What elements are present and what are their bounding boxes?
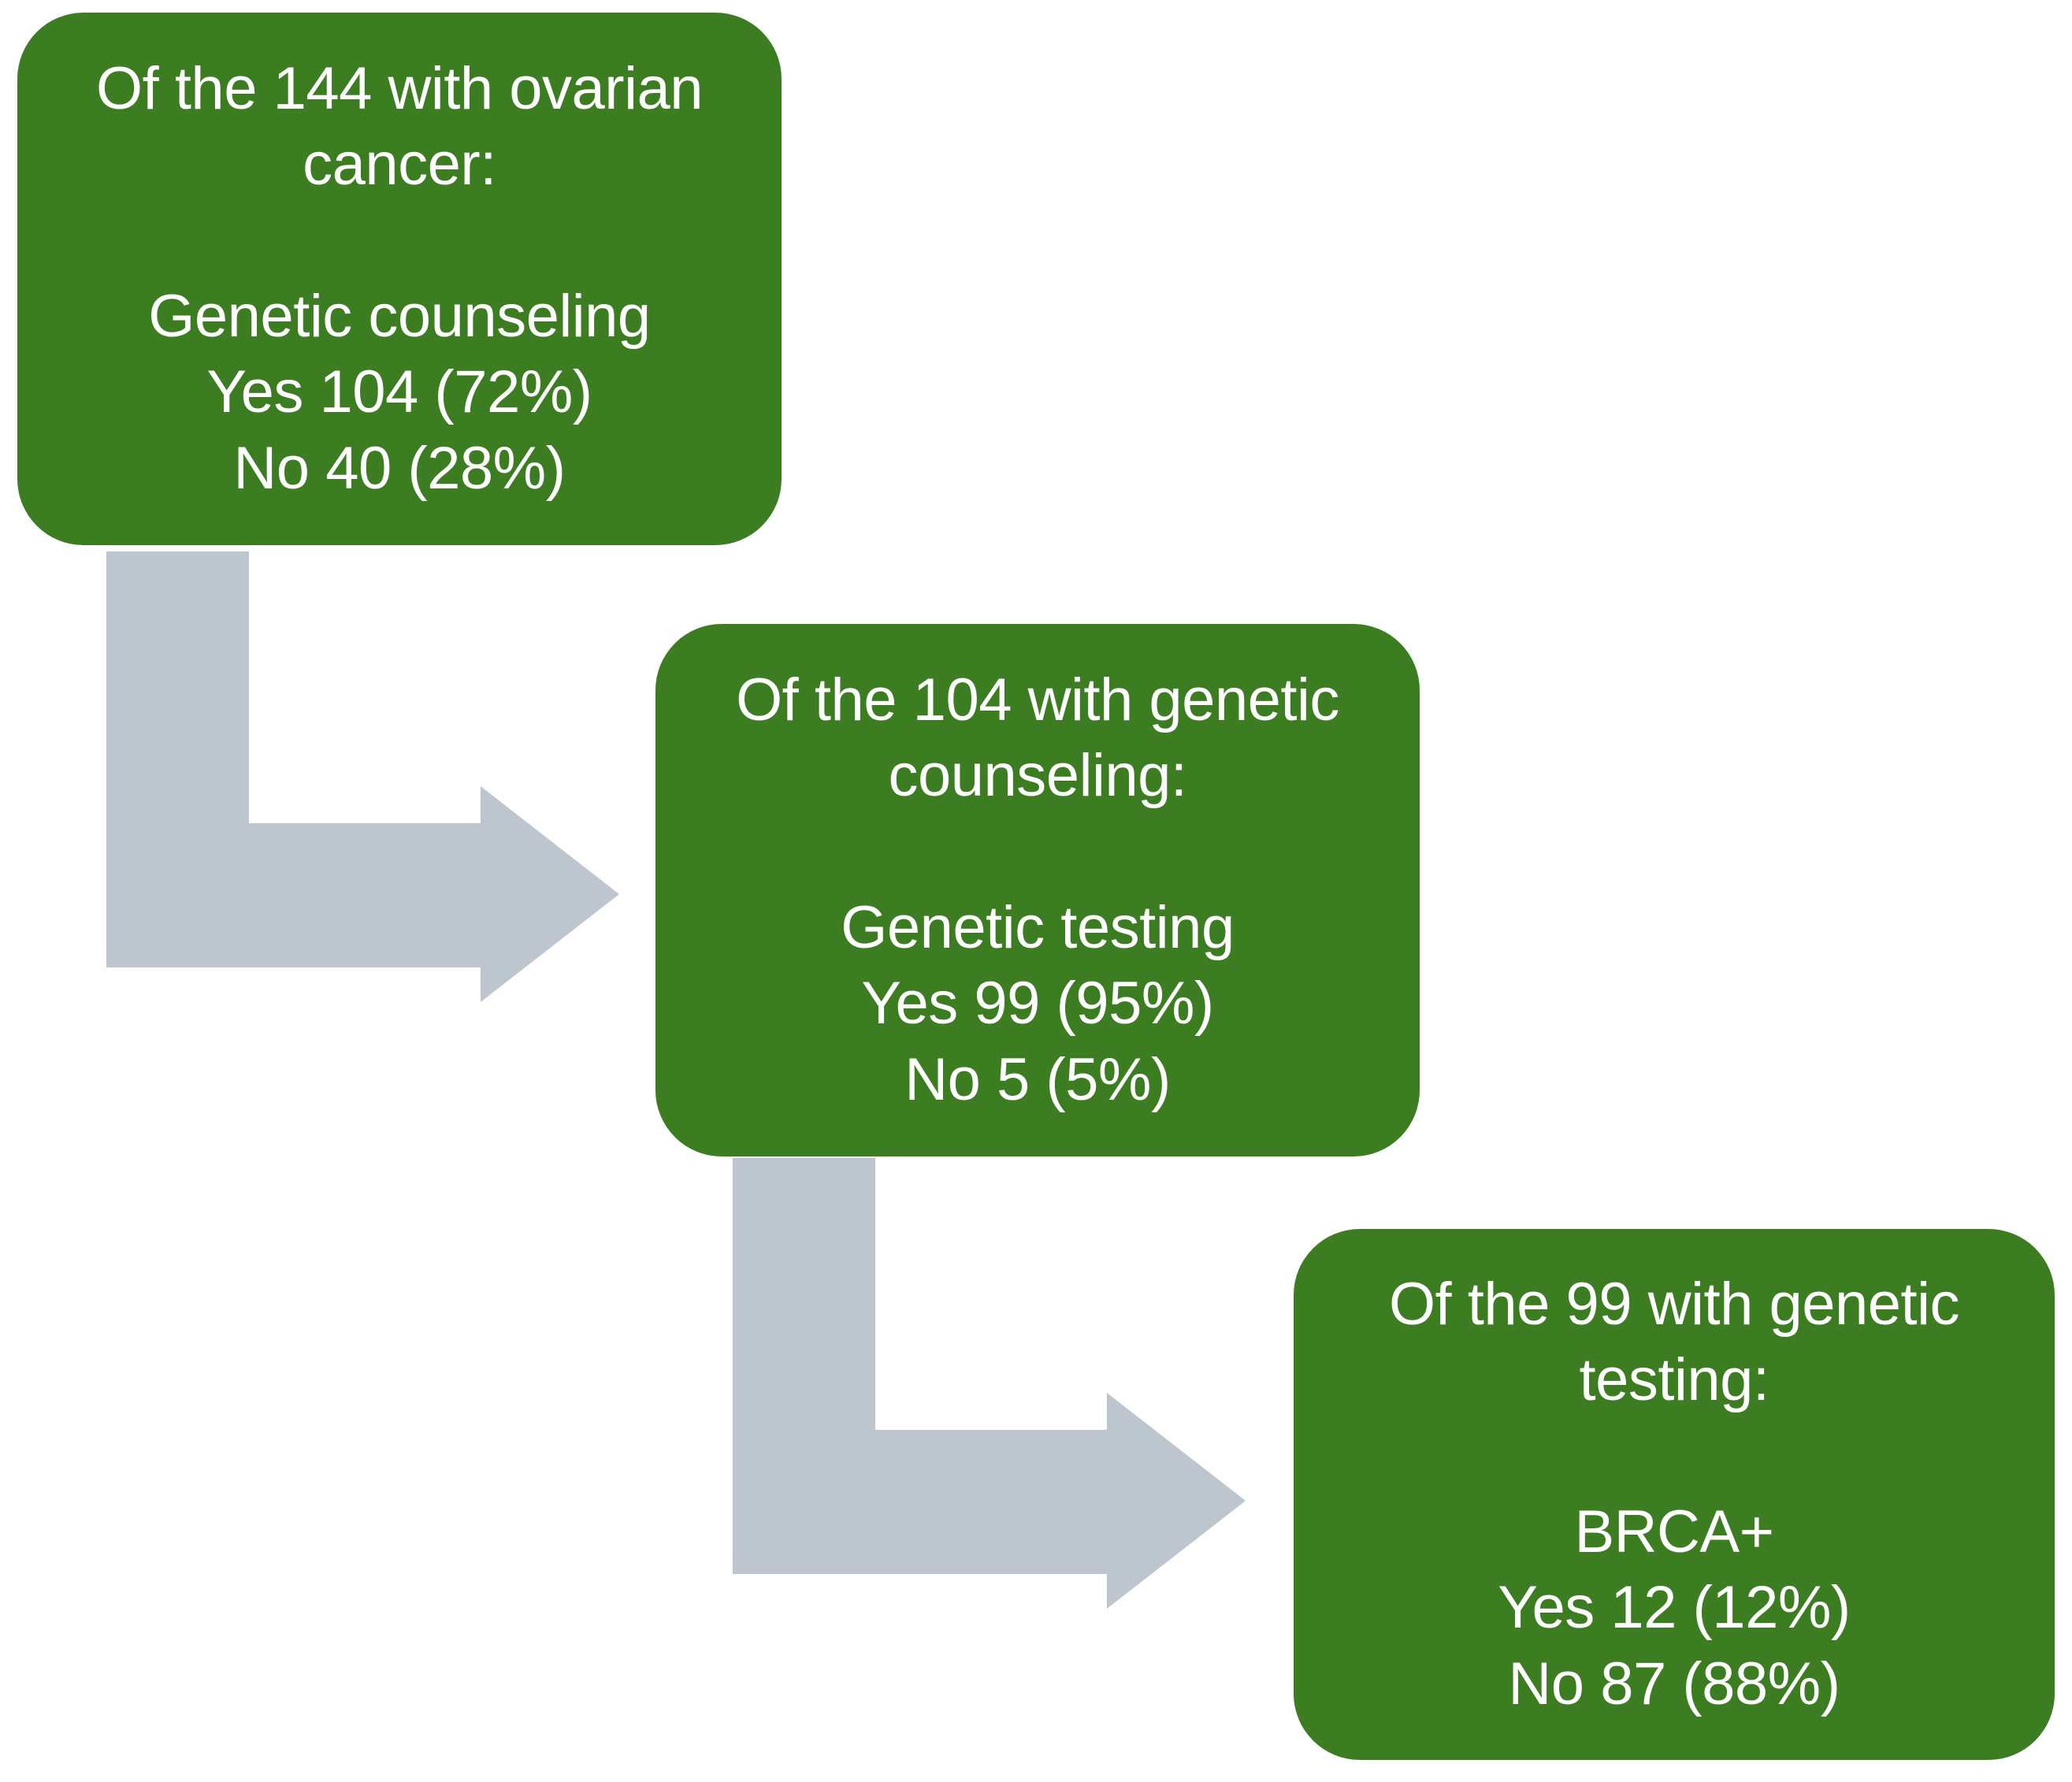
node-genetic-counseling-cohort[interactable]: Of the 104 with genetic counseling: Gene… (655, 624, 1420, 1156)
node-3-measure-label: BRCA+ (1574, 1498, 1774, 1565)
node-1-spacer (44, 203, 755, 279)
node-2-heading-line-1: Of the 104 with genetic (736, 666, 1339, 733)
node-3-heading-line-1: Of the 99 with genetic (1388, 1270, 1960, 1338)
node-1-yes-line: Yes 104 (72%) (206, 358, 592, 426)
node-3-spacer (1320, 1419, 2028, 1494)
node-3-heading-line-2: testing: (1579, 1346, 1769, 1414)
node-3-no-line: No 87 (88%) (1508, 1650, 1840, 1717)
node-genetic-testing-cohort[interactable]: Of the 99 with genetic testing: BRCA+ Ye… (1294, 1229, 2055, 1760)
node-2-heading-line-2: counseling: (888, 742, 1188, 810)
node-2-spacer (682, 815, 1393, 890)
node-2-measure-label: Genetic testing (841, 893, 1235, 961)
node-3-yes-line: Yes 12 (12%) (1498, 1574, 1851, 1642)
node-1-no-line: No 40 (28%) (233, 434, 566, 502)
node-1-heading-line-1: Of the 144 with ovarian (95, 54, 704, 122)
node-1-measure-label: Genetic counseling (148, 282, 651, 350)
node-2-yes-line: Yes 99 (95%) (861, 970, 1214, 1038)
node-2-no-line: No 5 (5%) (904, 1045, 1171, 1113)
node-ovarian-cancer-cohort[interactable]: Of the 144 with ovarian cancer: Genetic … (17, 13, 782, 545)
node-1-heading-line-2: cancer: (303, 131, 496, 199)
